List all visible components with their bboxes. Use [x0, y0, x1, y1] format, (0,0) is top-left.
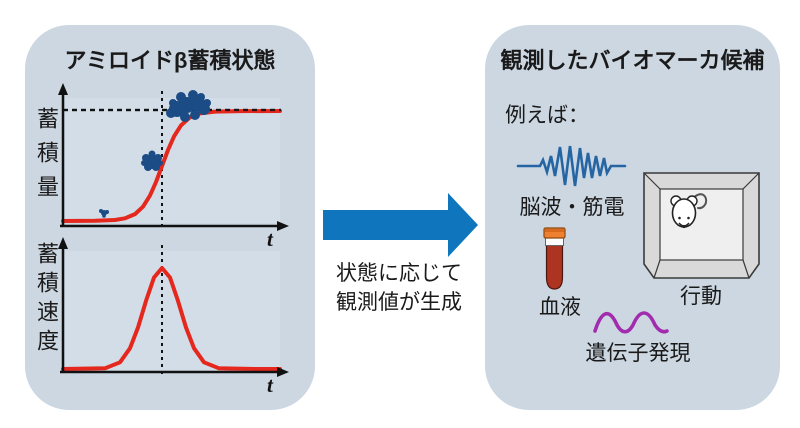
right-panel-title: 観測したバイオマーカ候補: [500, 48, 765, 73]
box-bevel-bl: [653, 259, 661, 279]
top-x-axis-label: t: [267, 227, 274, 251]
eeg-waveform-icon: [516, 145, 627, 187]
label-eeg-emg: 脳波・筋電: [519, 196, 625, 219]
gene-expression-wave-icon: [593, 311, 669, 334]
biomarker-graphics: [516, 145, 760, 334]
blood-tube-body: [545, 243, 564, 290]
left-panel-amyloid-state: アミロイドβ蓄積状態 t: [25, 25, 315, 410]
amyloid-clump-large: [166, 90, 211, 122]
top-y-axis-arrow: [58, 83, 68, 95]
intro-text: 例えば：: [505, 104, 589, 127]
top-plot: t: [58, 83, 289, 251]
generation-arrow: [323, 193, 478, 257]
open-field-box-icon: [643, 172, 760, 279]
amyloid-clump-small: [99, 209, 109, 218]
label-behavior: 行動: [680, 285, 722, 308]
left-panel-title: アミロイドβ蓄積状態: [64, 48, 276, 73]
arrow-caption-line1: 状態に応じて: [336, 262, 462, 285]
bottom-plot: t: [58, 237, 289, 397]
arrow-caption-line2: 観測値が生成: [336, 291, 462, 314]
label-gene-expression: 遺伝子発現: [585, 342, 691, 365]
bottom-x-axis-label: t: [267, 373, 274, 397]
box-bevel-tl: [643, 172, 661, 190]
mouse-head: [671, 198, 697, 228]
mouse-eye-left: [678, 216, 681, 220]
bottom-x-axis-arrow: [277, 367, 289, 377]
top-plot-area: [65, 98, 280, 223]
blood-tube-cap-top: [544, 229, 565, 232]
bottom-plot-y-label: 蓄積速度: [34, 242, 59, 358]
mouse-nose: [682, 224, 686, 229]
amyloid-clump-medium: [141, 150, 163, 171]
top-x-axis-arrow: [277, 221, 289, 231]
blood-tube-icon: [543, 227, 566, 290]
box-bevel-br: [742, 259, 750, 279]
bell-curve: [61, 266, 282, 371]
box-bevel-tr: [742, 172, 760, 190]
bottom-plot-area: [65, 251, 280, 370]
mouse-eye-right: [687, 216, 690, 220]
label-blood: 血液: [539, 296, 581, 319]
mouse-icon: [670, 193, 708, 229]
accumulation-plots: t: [58, 83, 289, 397]
right-panel-biomarkers: 観測したバイオマーカ候補 例えば：: [485, 25, 780, 410]
bottom-y-axis-arrow: [58, 237, 68, 249]
top-plot-y-label: 蓄積量: [34, 107, 59, 209]
right-arrow-icon: [323, 193, 478, 257]
arrow-caption: 状態に応じて 観測値が生成: [316, 259, 482, 317]
